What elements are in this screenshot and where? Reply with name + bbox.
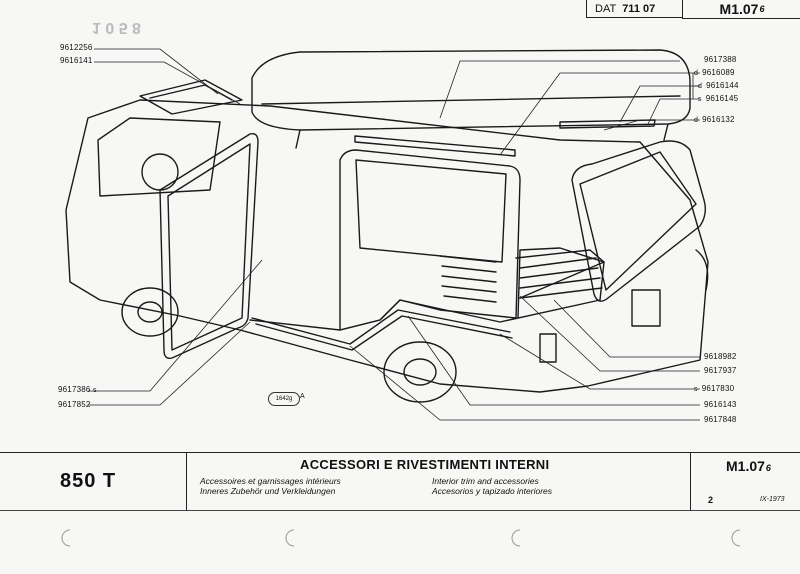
title-block: 850 T ACCESSORI E RIVESTIMENTI INTERNI A… bbox=[0, 452, 800, 574]
part-marker: s bbox=[92, 387, 97, 394]
title-english: Interior trim and accessories bbox=[432, 476, 539, 486]
page-code-sub: 6 bbox=[759, 4, 765, 14]
title-french: Accessoires et garnissages intérieurs bbox=[200, 476, 341, 486]
van-body bbox=[65, 99, 709, 393]
part-number-9616141: 9616141 bbox=[60, 56, 93, 65]
part-number-value: 9618982 bbox=[704, 352, 737, 361]
floor-sill-trim bbox=[251, 309, 511, 345]
part-number-9617386-value: 9617386 bbox=[58, 385, 91, 394]
part-number-value: 9617937 bbox=[704, 366, 737, 375]
part-number-value: 9616144 bbox=[706, 81, 739, 90]
part-number-value: 9616132 bbox=[702, 115, 735, 124]
van-exploded-illustration bbox=[65, 48, 709, 421]
binder-holes bbox=[61, 529, 741, 547]
title-block-rule bbox=[0, 510, 800, 511]
title-block-divider bbox=[690, 452, 691, 510]
raised-roof bbox=[251, 49, 691, 131]
footer-code-sub: 6 bbox=[765, 463, 771, 473]
part-number-value: 9616145 bbox=[705, 94, 739, 103]
part-number-9616143: 9616143 bbox=[704, 400, 737, 409]
translations-right: Interior trim and accessories Accesorios… bbox=[432, 476, 552, 496]
side-window bbox=[355, 159, 507, 263]
title-block-divider bbox=[186, 452, 187, 510]
part-number-value: 9617388 bbox=[704, 55, 737, 64]
title-block-rule bbox=[0, 452, 800, 453]
front-wheel bbox=[121, 287, 179, 337]
dat-label: DAT bbox=[595, 2, 617, 15]
rear-hatch-panel bbox=[571, 140, 707, 302]
side-door-panel bbox=[159, 132, 259, 360]
part-number-9617386: 9617386 s bbox=[58, 385, 101, 394]
part-marker: d bbox=[694, 117, 699, 124]
figure-stamp-letter: A bbox=[300, 393, 305, 400]
part-marker: d bbox=[694, 70, 699, 77]
footer-page-code: M1.076 bbox=[726, 458, 771, 474]
title-german: Inneres Zubehör und Verkleidungen bbox=[200, 486, 336, 496]
translations-left: Accessoires et garnissages intérieurs In… bbox=[200, 476, 341, 496]
part-number-9617852: 9617852 bbox=[58, 400, 91, 409]
part-number-9612256: 9612256 bbox=[60, 43, 93, 52]
title-spanish: Accesorios y tapizado interiores bbox=[432, 486, 553, 496]
page-code: M1.07 bbox=[719, 1, 759, 17]
part-number-9617937: 9617937 bbox=[704, 366, 737, 375]
part-number-value: 9617830 bbox=[701, 384, 735, 393]
roof-rail-strip bbox=[354, 135, 516, 157]
windscreen-trim bbox=[139, 79, 243, 115]
part-number-value: 9616089 bbox=[702, 68, 735, 77]
part-number-value: 9617848 bbox=[704, 415, 737, 424]
floor-panel bbox=[249, 247, 605, 331]
section-title: ACCESSORI E RIVESTIMENTI INTERNI bbox=[300, 457, 550, 472]
page-number: 2 bbox=[708, 495, 714, 505]
dat-number: 711 07 bbox=[622, 2, 656, 15]
model-name: 850 T bbox=[60, 470, 117, 492]
issue-date: IX-1973 bbox=[760, 496, 785, 503]
part-marker: d bbox=[698, 83, 703, 90]
part-number-9617388: 9617388 bbox=[704, 55, 737, 64]
figure-stamp: 1642g bbox=[268, 392, 300, 406]
sliding-door-panel bbox=[339, 149, 521, 331]
rear-wheel bbox=[383, 341, 457, 403]
part-marker: s bbox=[698, 96, 702, 103]
part-number-9618982: 9618982 bbox=[704, 352, 737, 361]
dat-box: DAT 711 07 bbox=[586, 0, 682, 18]
part-number-9617848: 9617848 bbox=[704, 415, 737, 424]
part-marker: s bbox=[694, 386, 698, 393]
footer-code: M1.07 bbox=[726, 458, 765, 474]
part-number-value: 9616143 bbox=[704, 400, 737, 409]
